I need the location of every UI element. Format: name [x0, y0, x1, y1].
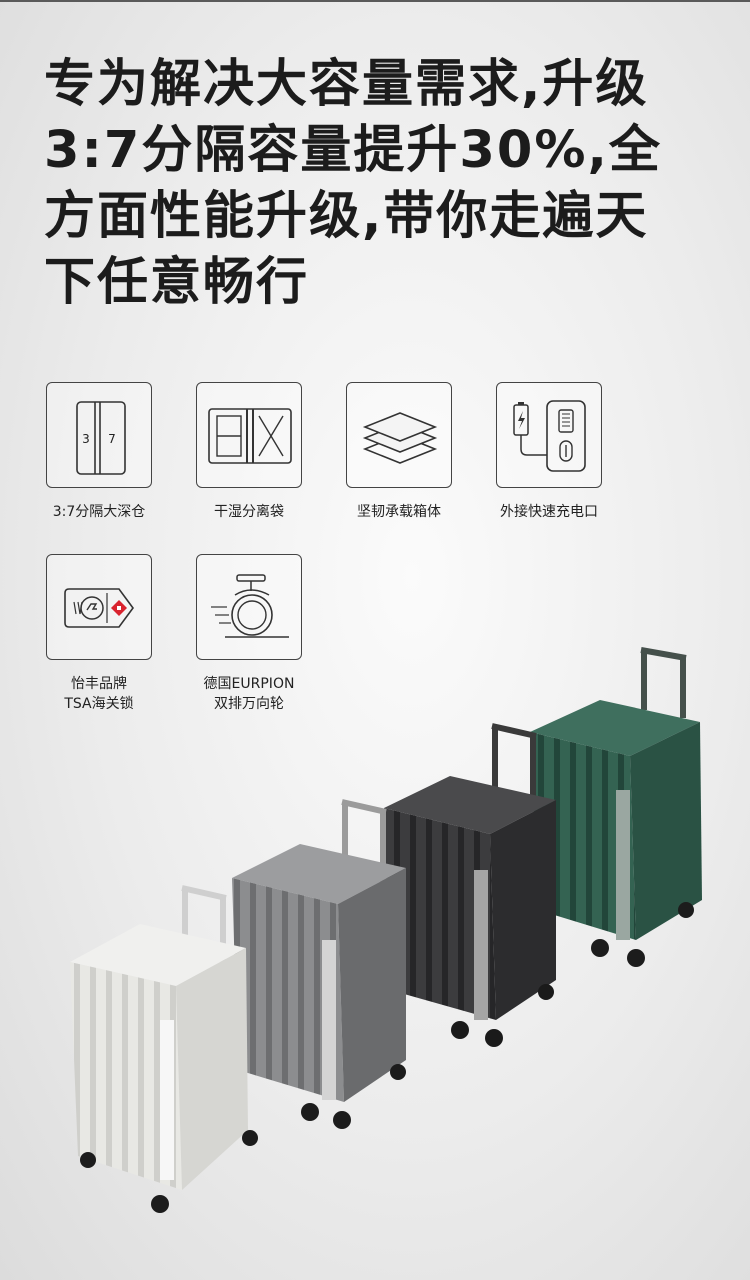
feature-caption: 坚韧承载箱体	[324, 502, 474, 522]
suitcase-green	[530, 647, 702, 967]
feature-sturdy-shell: 坚韧承载箱体	[324, 382, 474, 522]
feature-caption: 干湿分离袋	[174, 502, 324, 522]
headline-line-3: 方面性能升级,带你走遍天	[44, 187, 649, 246]
feature-caption-line: 外接快速充电口	[500, 504, 598, 520]
feature-caption-line: 怡丰品牌	[71, 676, 127, 692]
feature-icon-box	[196, 554, 302, 660]
headline-line-4: 下任意畅行	[44, 253, 310, 312]
feature-icon-box	[496, 382, 602, 488]
feature-caption: 3:7分隔大深仓	[24, 502, 174, 522]
feature-icon-box: 3 7	[46, 382, 152, 488]
suitcase-lineup-image	[70, 647, 702, 1213]
feature-caption: 外接快速充电口	[474, 502, 624, 522]
compartment-label-3: 3	[82, 432, 90, 446]
wet-dry-bag-icon	[208, 408, 292, 464]
headline-line-1: 专为解决大容量需求,升级	[44, 55, 649, 114]
top-divider	[0, 0, 750, 2]
suitcase-gray	[232, 799, 406, 1129]
feature-wet-dry-bag: 干湿分离袋	[174, 382, 324, 522]
split-compartment-icon: 3 7	[76, 401, 126, 475]
feature-usb-port: 外接快速充电口	[474, 382, 624, 522]
headline: 专为解决大容量需求,升级 3:7分隔容量提升30%,全 方面性能升级,带你走遍天…	[44, 52, 724, 316]
feature-tsa-lock: 怡丰品牌 TSA海关锁	[24, 554, 174, 714]
feature-caption-line: 坚韧承载箱体	[357, 504, 441, 520]
feature-caption-line: 双排万向轮	[214, 696, 284, 712]
feature-caption: 德国EURPION 双排万向轮	[174, 674, 324, 714]
compartment-label-7: 7	[108, 432, 116, 446]
feature-spinner-wheels: 德国EURPION 双排万向轮	[174, 554, 324, 714]
layers-icon	[362, 412, 438, 464]
feature-caption-line: 德国EURPION	[203, 676, 295, 692]
spinner-wheel-icon	[211, 574, 289, 638]
feature-caption-line: 干湿分离袋	[214, 504, 284, 520]
suitcase-white	[70, 885, 258, 1213]
feature-icon-box	[346, 382, 452, 488]
headline-line-2: 3:7分隔容量提升30%,全	[44, 121, 662, 180]
tsa-lock-icon	[64, 588, 134, 628]
feature-caption: 怡丰品牌 TSA海关锁	[24, 674, 174, 714]
suitcase-black	[384, 723, 556, 1047]
feature-icon-box	[46, 554, 152, 660]
usb-charging-port-icon	[513, 400, 586, 472]
feature-caption-line: TSA海关锁	[64, 696, 134, 712]
feature-caption-line: 3:7分隔大深仓	[52, 504, 146, 520]
feature-icon-box	[196, 382, 302, 488]
feature-split-compartment: 3 7 3:7分隔大深仓	[24, 382, 174, 522]
